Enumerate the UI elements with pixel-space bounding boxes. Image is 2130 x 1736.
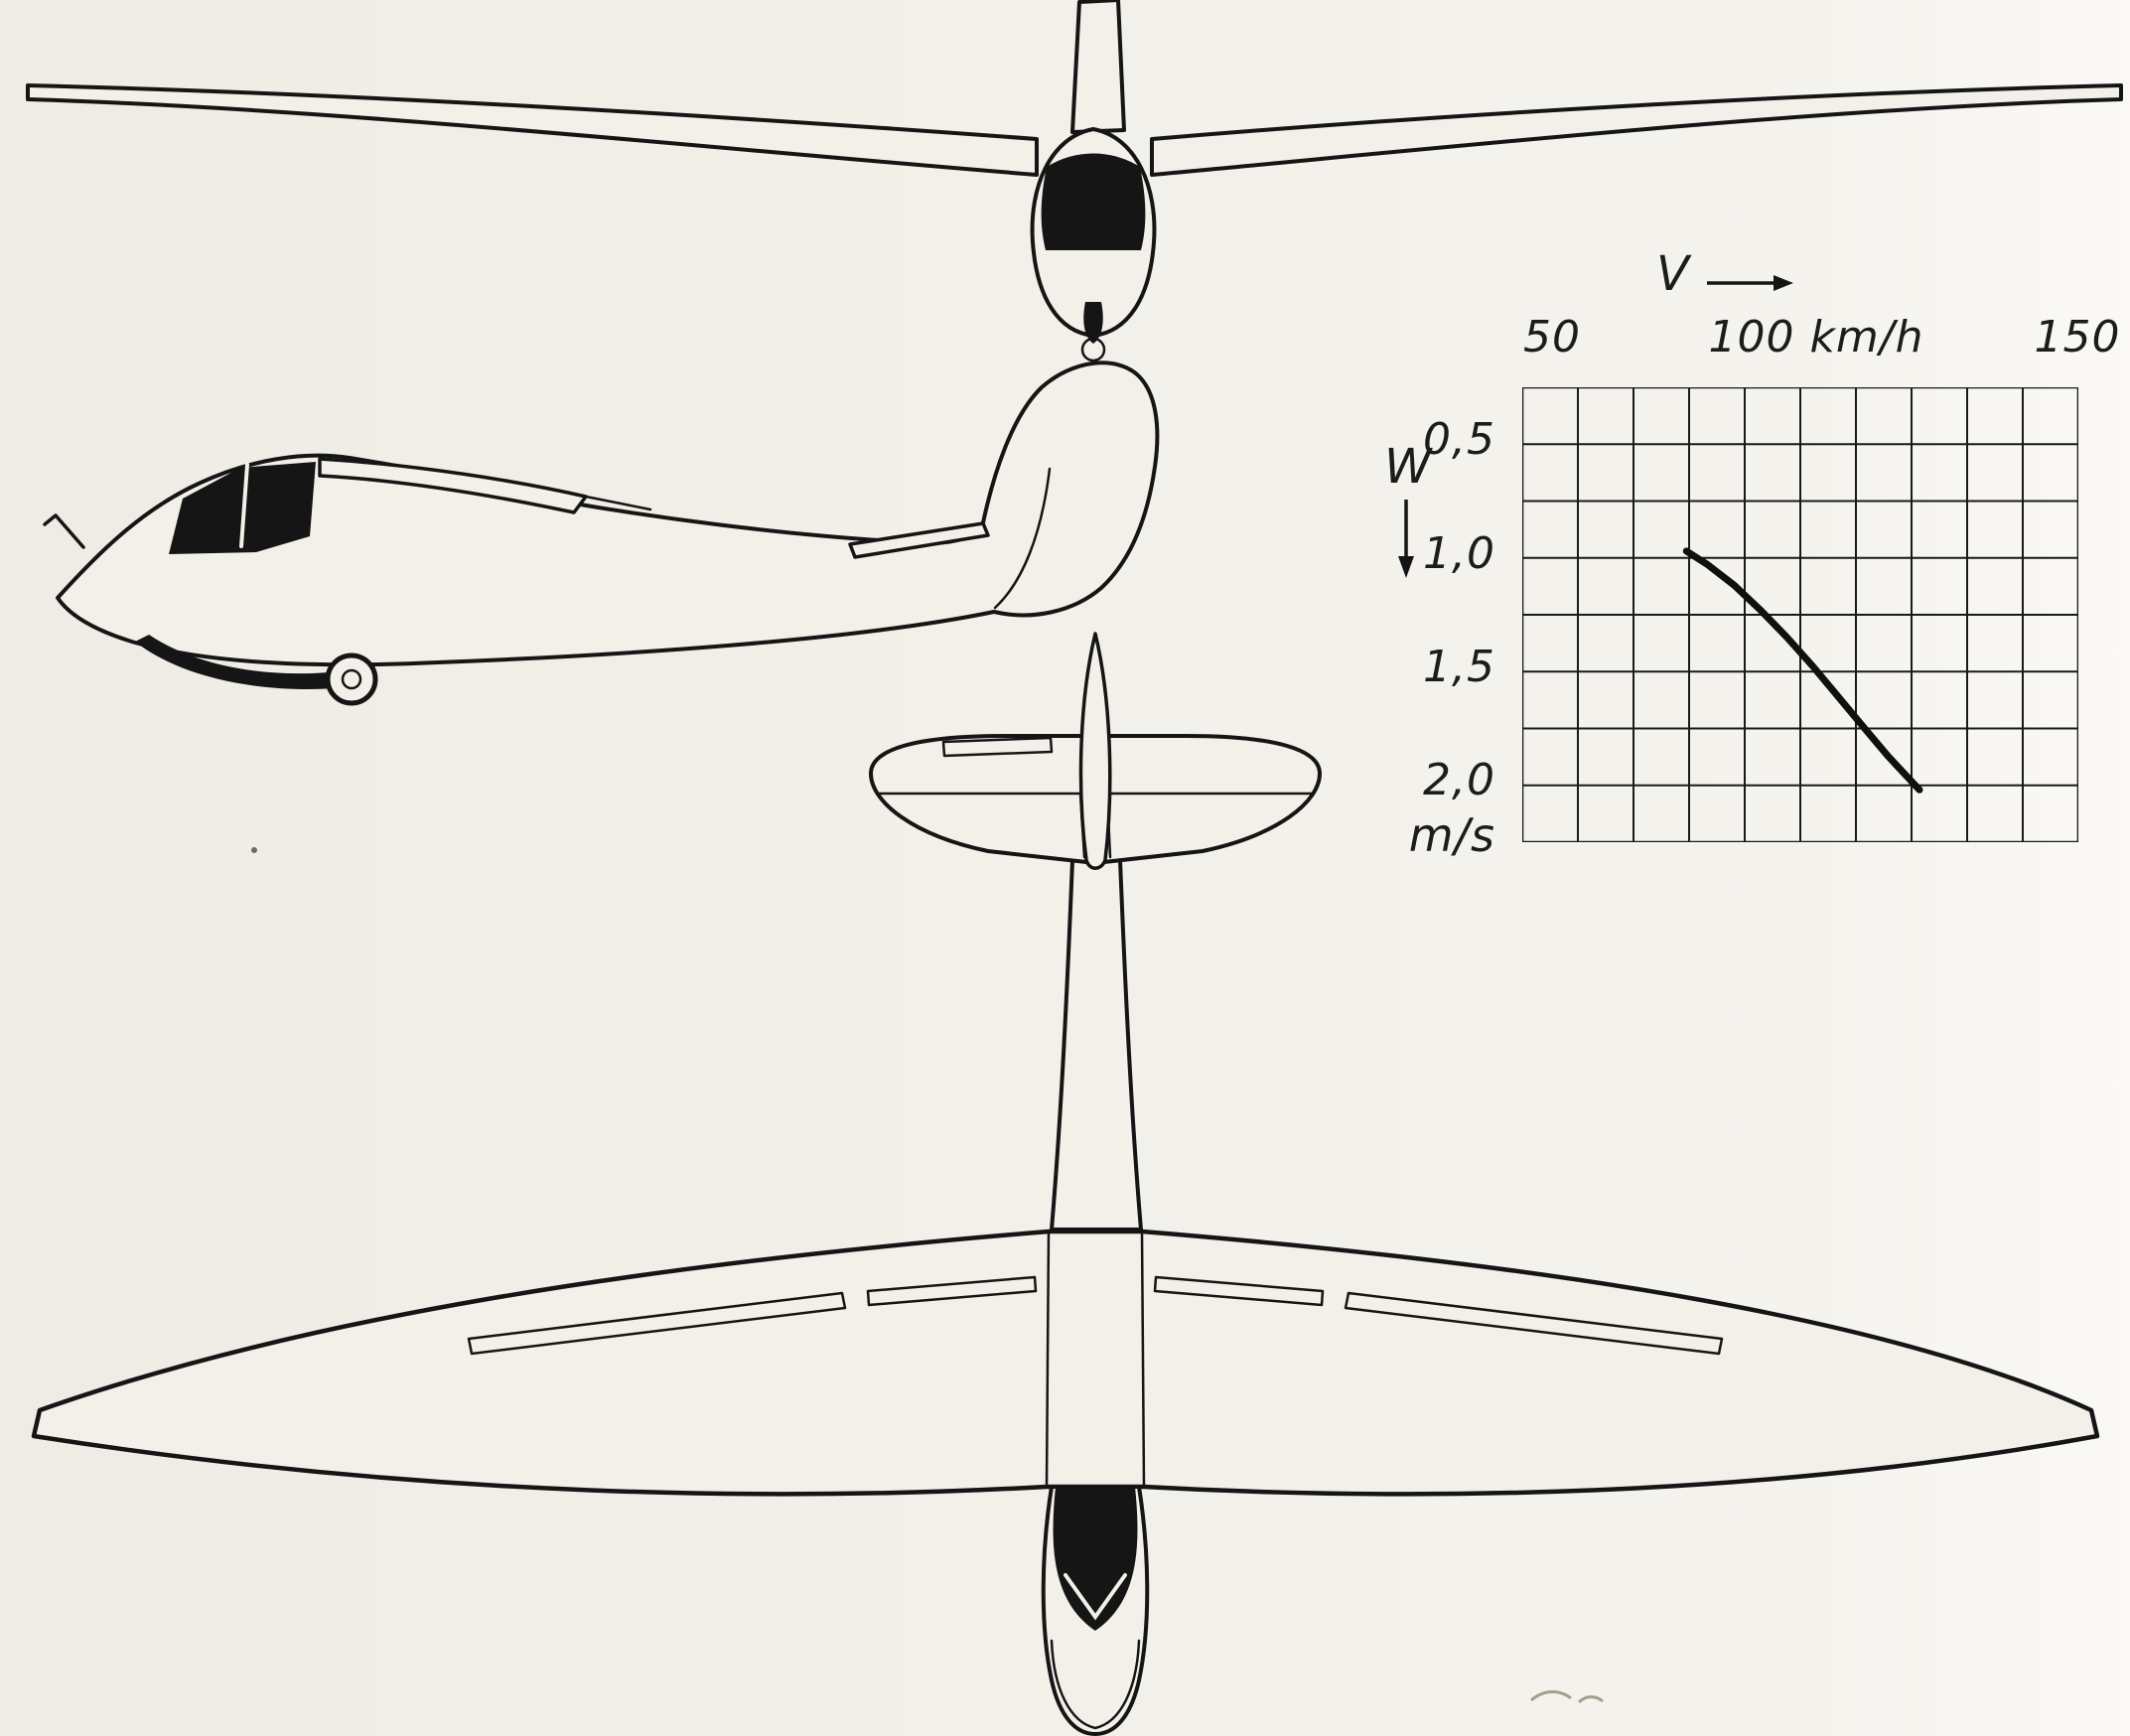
y-tick-0-5: 0,5 xyxy=(1423,414,1495,465)
paper-speck xyxy=(251,847,257,853)
side-wing-tip-line xyxy=(584,495,652,511)
front-tail-skid xyxy=(1083,302,1103,344)
side-tailplane xyxy=(848,521,990,559)
y-tick-1-0: 1,0 xyxy=(1423,528,1495,579)
top-view xyxy=(31,632,2100,1736)
front-view xyxy=(26,0,2123,362)
side-skid xyxy=(135,635,371,689)
front-fin xyxy=(1070,0,1126,134)
paper-marks xyxy=(251,847,1604,1704)
front-left-wing xyxy=(26,83,1039,177)
top-canopy-frame xyxy=(1064,1573,1127,1621)
top-wing-root-left xyxy=(1045,1230,1051,1489)
print-smudge xyxy=(1530,1690,1604,1704)
right-arrow-icon xyxy=(1707,275,1793,291)
top-canopy xyxy=(1053,1487,1138,1631)
y-axis-unit: m/s xyxy=(1408,808,1495,862)
x-tick-100-kmh: 100 km/h xyxy=(1708,312,1924,362)
top-wing-root-right xyxy=(1140,1230,1146,1489)
side-pitot-hook xyxy=(43,513,85,549)
side-wheel-hub xyxy=(341,668,362,690)
y-axis-label: W xyxy=(1384,439,1433,495)
top-spoiler-left xyxy=(866,1275,1038,1307)
side-view xyxy=(43,361,1160,706)
top-trim-tab xyxy=(941,736,1054,758)
side-canopy-frame xyxy=(239,463,249,548)
down-arrow-icon xyxy=(1398,500,1414,578)
x-tick-50: 50 xyxy=(1523,312,1581,362)
front-tailwheel xyxy=(1080,337,1106,362)
top-nose-line xyxy=(1050,1639,1141,1730)
top-wing xyxy=(31,1229,2100,1497)
top-aileron-right xyxy=(1344,1291,1724,1356)
top-fin xyxy=(1078,632,1112,870)
x-tick-150: 150 xyxy=(2034,312,2121,362)
front-canopy xyxy=(1041,153,1146,250)
side-wheel xyxy=(325,652,378,706)
speed-polar-curve xyxy=(1682,547,1923,794)
front-right-wing xyxy=(1150,83,2123,177)
side-rudder-line xyxy=(993,467,1052,610)
polar-grid xyxy=(1522,387,2078,842)
side-wing xyxy=(318,457,588,514)
y-tick-2-0: 2,0 xyxy=(1423,755,1495,805)
top-spoiler-right xyxy=(1153,1275,1325,1307)
y-tick-1-5: 1,5 xyxy=(1423,642,1495,692)
top-aileron-left xyxy=(467,1291,847,1356)
x-axis-label: V xyxy=(1656,246,1690,302)
